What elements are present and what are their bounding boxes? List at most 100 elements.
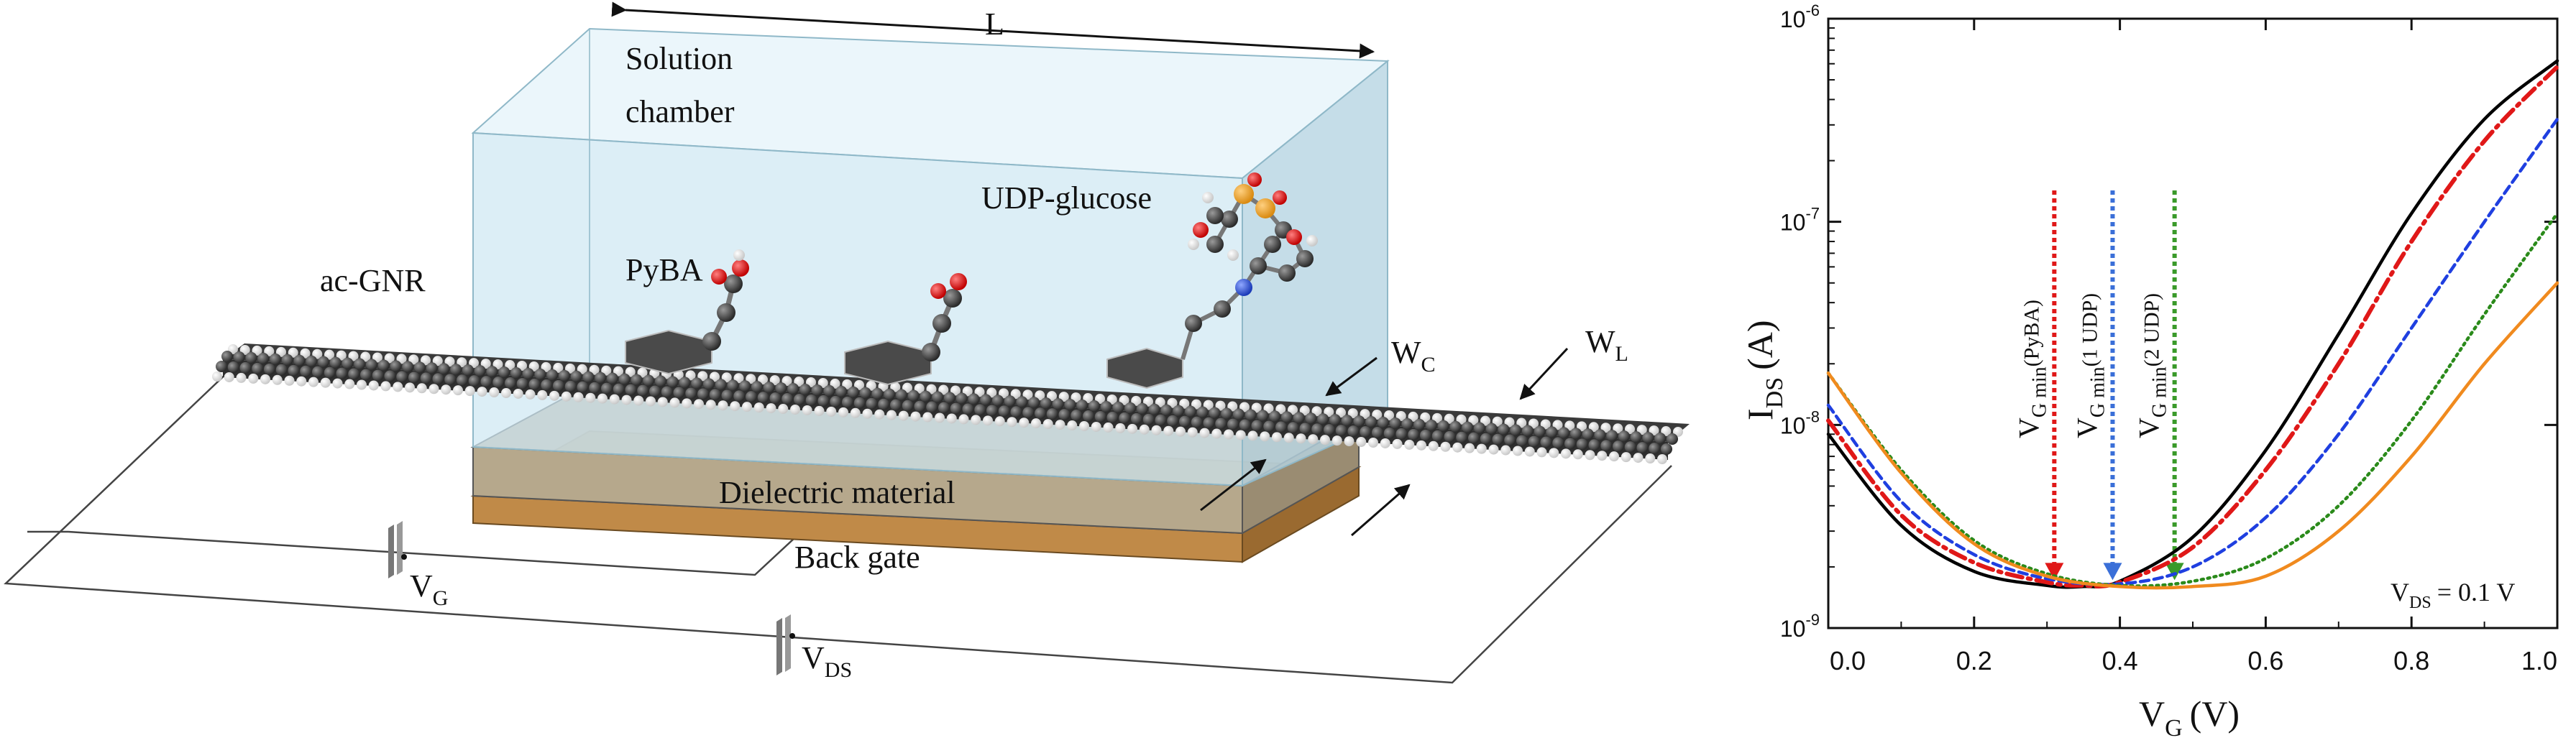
gnr-hydrogen-atom <box>1115 423 1126 433</box>
gnr-carbon-atom <box>697 388 709 400</box>
gnr-hydrogen-atom <box>1320 435 1330 446</box>
gnr-carbon-atom <box>703 378 715 390</box>
gnr-carbon-atom <box>1088 400 1100 412</box>
vds-note-sub: DS <box>2409 594 2431 612</box>
gnr-hydrogen-atom <box>1488 444 1499 455</box>
gnr-hydrogen-atom <box>1103 422 1114 433</box>
series-line <box>1826 59 2559 589</box>
y-axis-title-main: I <box>1740 408 1780 420</box>
gnr-carbon-atom <box>1052 398 1064 410</box>
gnr-carbon-atom <box>480 376 492 388</box>
gnr-hydrogen-atom <box>1296 433 1306 444</box>
gnr-hydrogen-atom <box>1621 452 1631 463</box>
y-tick-label: 10-9 <box>1780 611 1820 642</box>
gnr-hydrogen-atom <box>1500 445 1511 456</box>
gnr-hydrogen-atom <box>1645 453 1656 464</box>
y-tick-label: 10-6 <box>1780 1 1820 32</box>
gnr-carbon-atom <box>830 395 842 407</box>
gnr-carbon-atom <box>1094 410 1106 423</box>
gnr-carbon-atom <box>986 405 998 417</box>
gnr-carbon-atom <box>823 384 835 397</box>
gnr-hydrogen-atom <box>971 415 981 425</box>
gnr-carbon-atom <box>733 390 746 402</box>
series-line <box>1826 281 2559 590</box>
gnr-carbon-atom <box>1263 420 1275 433</box>
gnr-carbon-atom <box>1504 434 1516 446</box>
x-axis-title-main: V <box>2139 693 2165 734</box>
gnr-hydrogen-atom <box>248 373 259 384</box>
gnr-hydrogen-atom <box>1199 428 1210 438</box>
x-tick-label: 0.2 <box>1956 646 1992 675</box>
gnr-carbon-atom <box>1408 428 1420 440</box>
gnr-hydrogen-atom <box>1007 417 1017 428</box>
gnr-carbon-atom <box>1462 421 1474 433</box>
gnr-carbon-atom <box>1395 428 1408 440</box>
gnr-carbon-atom <box>794 394 805 405</box>
x-tick-label: 0.0 <box>1830 646 1866 675</box>
gnr-carbon-atom <box>805 394 817 406</box>
length-arrow <box>611 1 1375 59</box>
gnr-hydrogen-atom <box>1404 439 1415 450</box>
gnr-carbon-atom <box>1209 407 1221 419</box>
gnr-hydrogen-atom <box>1633 453 1644 463</box>
gnr-carbon-atom <box>1600 440 1613 452</box>
gnr-hydrogen-atom <box>1042 419 1053 430</box>
gnr-carbon-atom <box>643 374 655 387</box>
gnr-carbon-atom <box>1426 419 1437 431</box>
gnr-carbon-atom <box>1064 399 1076 411</box>
gnr-hydrogen-atom <box>1380 438 1390 448</box>
gnr-carbon-atom <box>426 362 438 374</box>
gnr-hydrogen-atom <box>585 392 596 403</box>
gnr-carbon-atom <box>1317 413 1329 425</box>
vmin-marker-arrowhead <box>2103 563 2122 581</box>
gnr-carbon-atom <box>1173 405 1185 417</box>
gnr-carbon-atom <box>510 367 522 379</box>
gnr-carbon-atom <box>1353 415 1365 428</box>
gnr-carbon-atom <box>685 387 697 400</box>
gnr-carbon-atom <box>216 361 227 372</box>
gnr-hydrogen-atom <box>1224 429 1234 440</box>
gnr-hydrogen-atom <box>790 405 800 415</box>
gnr-carbon-atom <box>1636 442 1649 454</box>
gnr-carbon-atom <box>715 379 727 391</box>
gnr-carbon-atom <box>866 397 878 410</box>
gnr-carbon-atom <box>318 356 329 368</box>
chamber-label-line2: chamber <box>625 94 735 129</box>
gnr-carbon-atom <box>559 369 570 382</box>
gnr-carbon-atom <box>1389 417 1401 429</box>
gnr-hydrogen-atom <box>1657 454 1667 464</box>
gnr-hydrogen-atom <box>380 381 391 392</box>
gnr-carbon-atom <box>691 377 703 389</box>
gnr-hydrogen-atom <box>1187 427 1198 438</box>
gnr-hydrogen-atom <box>284 375 295 386</box>
gnr-carbon-atom <box>1028 397 1040 409</box>
ac-gnr-ribbon <box>212 343 1690 464</box>
gnr-hydrogen-atom <box>1031 418 1041 429</box>
gnr-hydrogen-atom <box>958 414 969 425</box>
gnr-hydrogen-atom <box>393 382 403 392</box>
gnr-carbon-atom <box>438 363 450 375</box>
gnr-carbon-atom <box>1576 438 1588 451</box>
gnr-carbon-atom <box>673 387 685 399</box>
x-tick-label: 1.0 <box>2521 646 2557 675</box>
gnr-carbon-atom <box>336 367 348 379</box>
gnr-carbon-atom <box>329 356 342 369</box>
gnr-carbon-atom <box>1552 437 1564 449</box>
gnr-hydrogen-atom <box>694 399 704 410</box>
gnr-hydrogen-atom <box>994 416 1005 427</box>
gnr-carbon-atom <box>505 377 516 389</box>
gnr-carbon-atom <box>1606 430 1618 442</box>
gnr-hydrogen-atom <box>537 389 548 400</box>
gnr-carbon-atom <box>1148 403 1160 415</box>
gnr-carbon-atom <box>1468 432 1480 444</box>
series-line <box>1826 64 2559 589</box>
gnr-hydrogen-atom <box>549 390 559 401</box>
vmin-marker-arrowhead <box>2045 563 2064 581</box>
gnr-hydrogen-atom <box>236 372 247 383</box>
gnr-hydrogen-atom <box>705 400 716 410</box>
gnr-carbon-atom <box>486 366 498 378</box>
gnr-carbon-atom <box>607 372 618 384</box>
wl-label-sub: L <box>1615 342 1628 366</box>
gnr-carbon-atom <box>1613 440 1624 453</box>
gnr-carbon-atom <box>1185 405 1196 417</box>
